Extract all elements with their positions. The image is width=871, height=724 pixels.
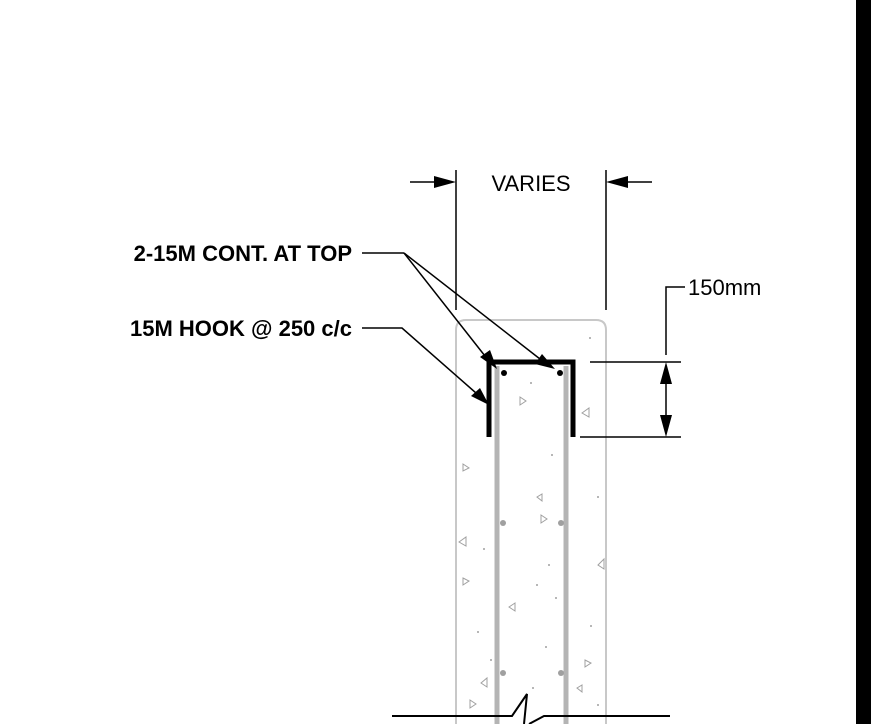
- width-dimension: [410, 170, 652, 310]
- right-border: [856, 0, 871, 724]
- top-bars-leader: [362, 252, 555, 369]
- top-bar-left: [501, 370, 507, 376]
- break-line: [392, 693, 670, 724]
- hook-label: 15M HOOK @ 250 c/c: [130, 316, 352, 341]
- concrete-aggregate: [458, 396, 605, 709]
- concrete-dots: [477, 337, 599, 706]
- hook-bar: [486, 359, 576, 437]
- depth-dimension-label: 150mm: [688, 275, 761, 300]
- top-bar-right: [557, 370, 563, 376]
- rebar-ties: [500, 520, 564, 676]
- top-bars-label: 2-15M CONT. AT TOP: [134, 241, 352, 266]
- wall-outline: [455, 319, 607, 724]
- hook-leader: [362, 327, 489, 405]
- depth-dimension: [580, 286, 685, 438]
- width-dimension-label: VARIES: [491, 171, 570, 196]
